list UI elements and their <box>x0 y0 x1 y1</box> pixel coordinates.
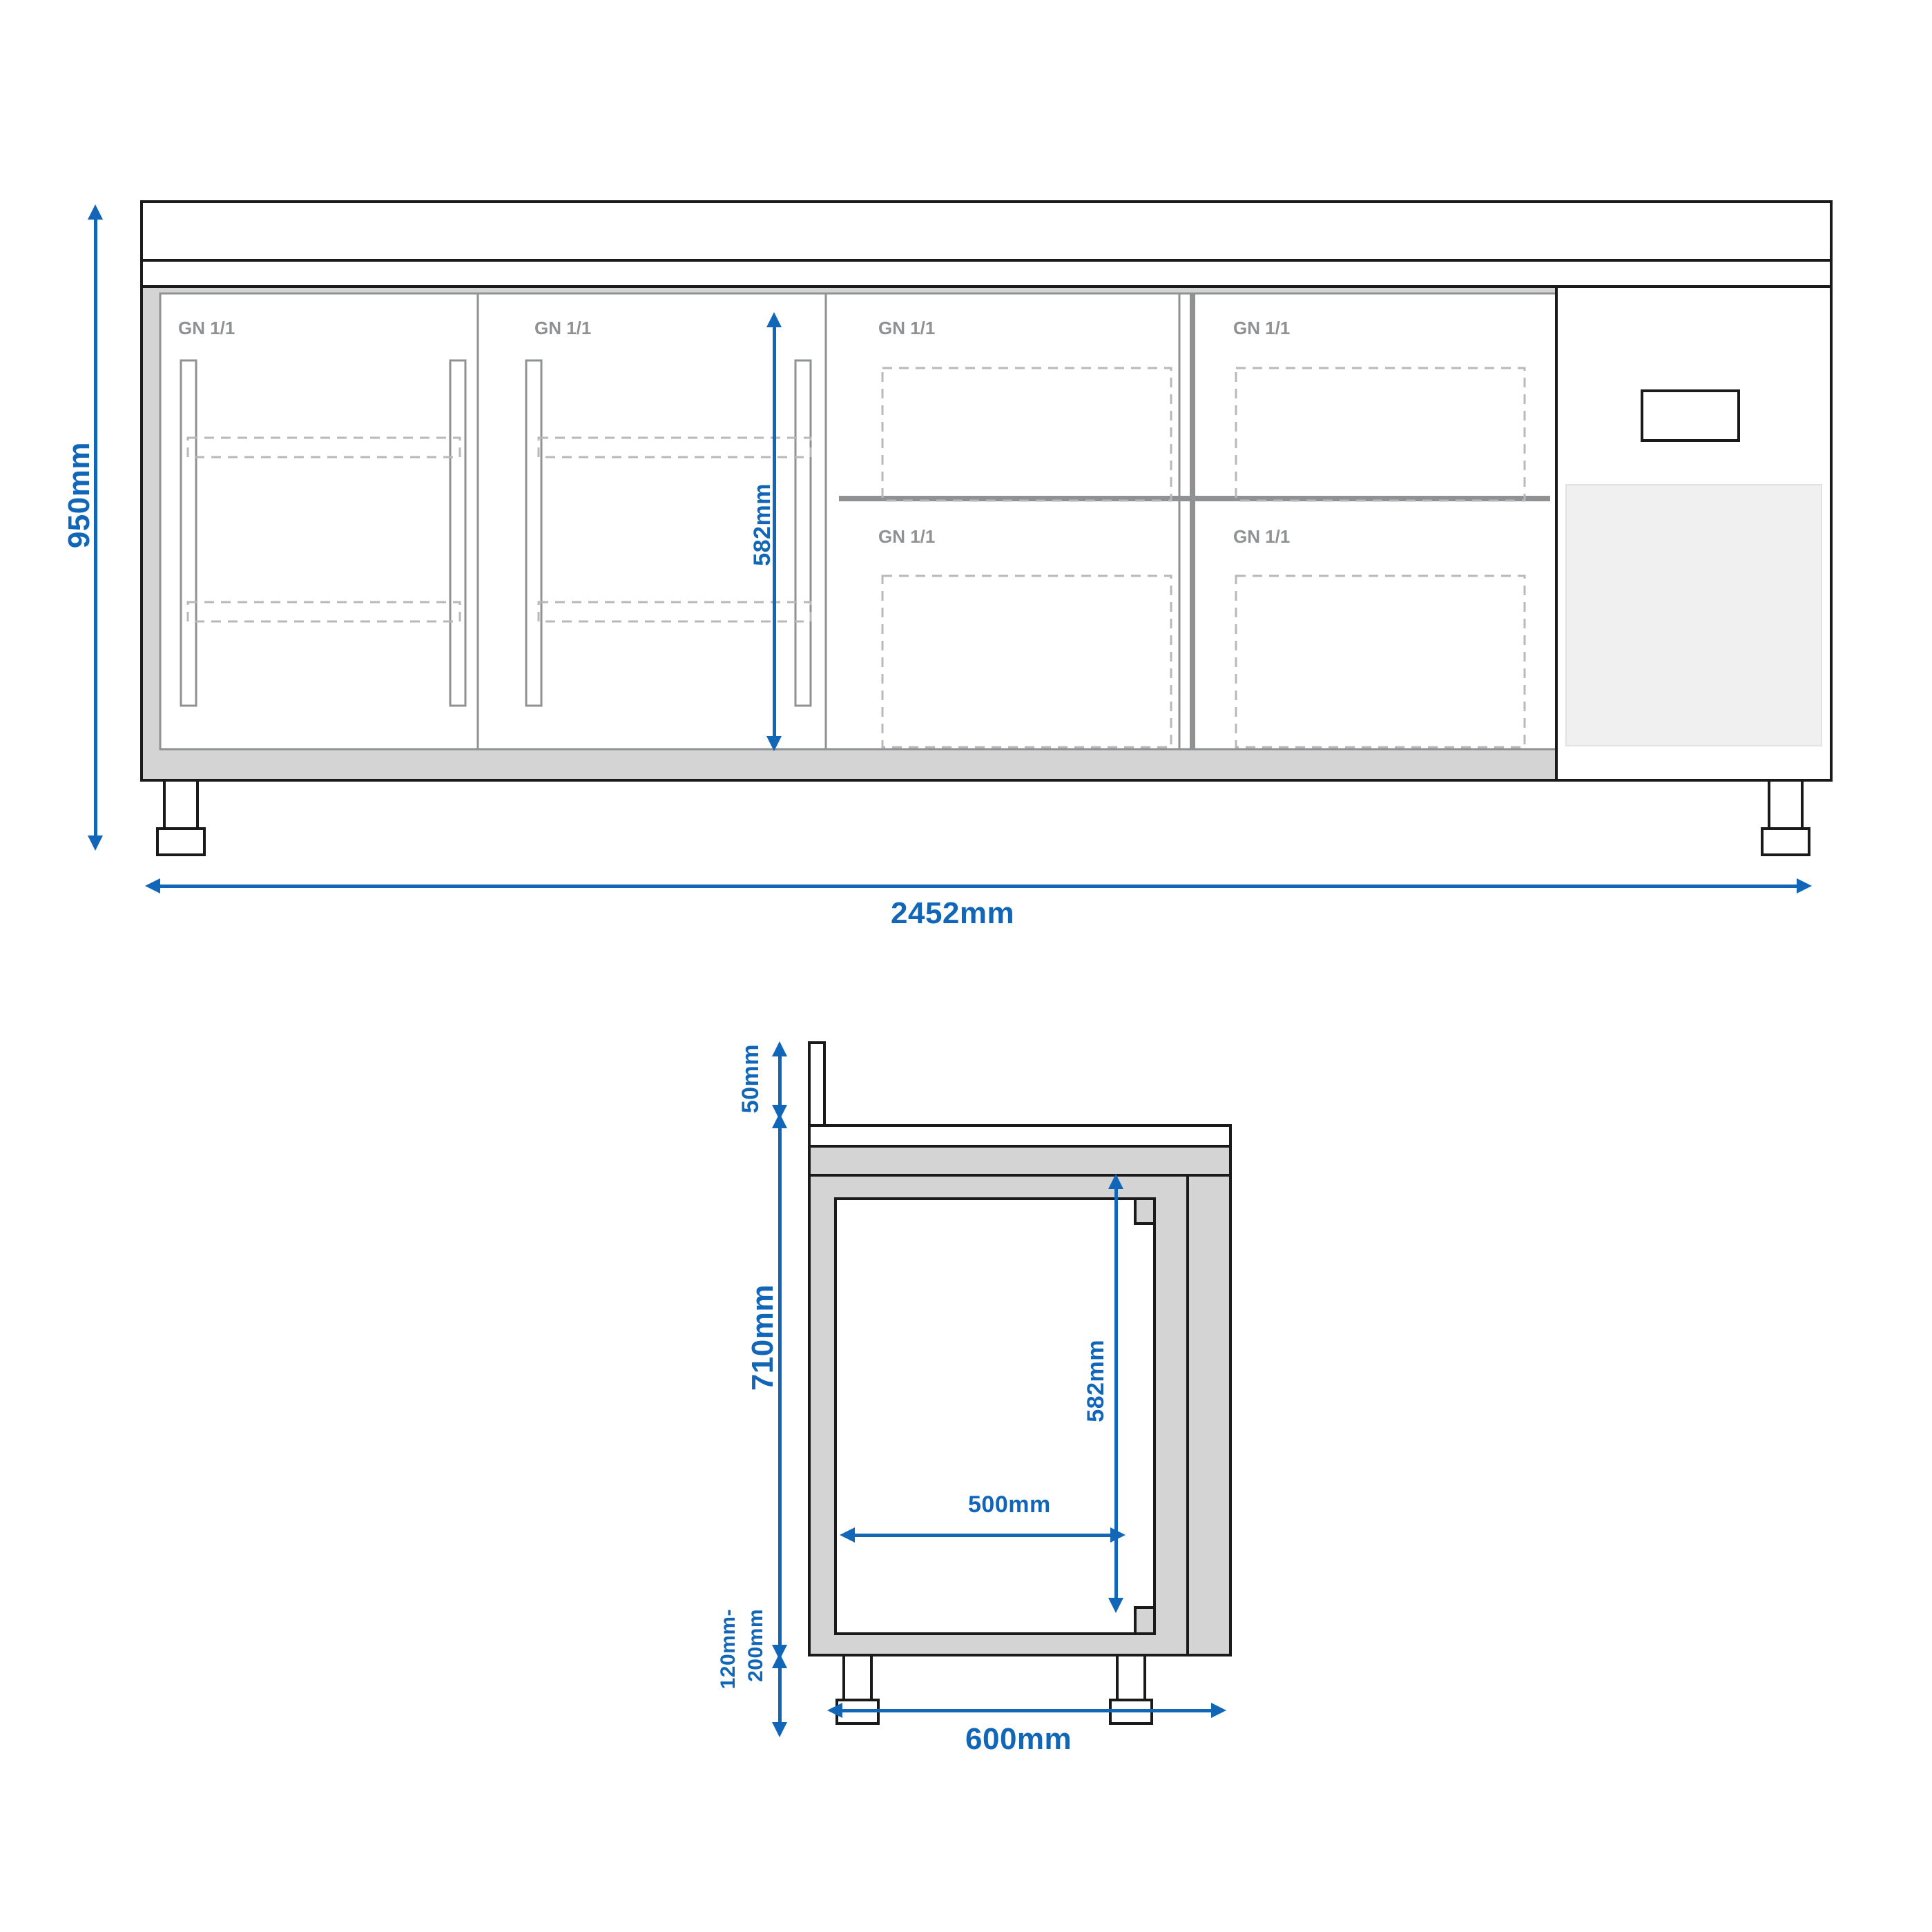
dim-500mm-label: 500mm <box>968 1491 1051 1518</box>
dim-50mm-label: 50mm <box>737 1044 764 1114</box>
gn-label-3: GN 1/1 <box>878 318 936 338</box>
dim-950mm-label: 950mm <box>62 442 96 549</box>
gn-label-4: GN 1/1 <box>1233 318 1291 338</box>
gn-label-1: GN 1/1 <box>178 318 235 338</box>
front-view-graphic <box>140 200 1833 856</box>
dim-2452mm-label: 2452mm <box>891 896 1015 930</box>
dim-leg-height-label-line2: 200mm <box>744 1609 767 1682</box>
dim-582mm-front-label: 582mm <box>749 483 775 566</box>
dim-leg-height-label-line1: 120mm- <box>717 1609 740 1690</box>
dim-582mm-side-label: 582mm <box>1083 1340 1109 1422</box>
dim-600mm-label: 600mm <box>965 1722 1072 1756</box>
gn-label-6: GN 1/1 <box>1233 526 1291 547</box>
dim-710mm-label: 710mm <box>746 1284 780 1391</box>
gn-label-2: GN 1/1 <box>534 318 592 338</box>
side-view-graphic <box>808 1041 1232 1725</box>
gn-label-5: GN 1/1 <box>878 526 936 547</box>
